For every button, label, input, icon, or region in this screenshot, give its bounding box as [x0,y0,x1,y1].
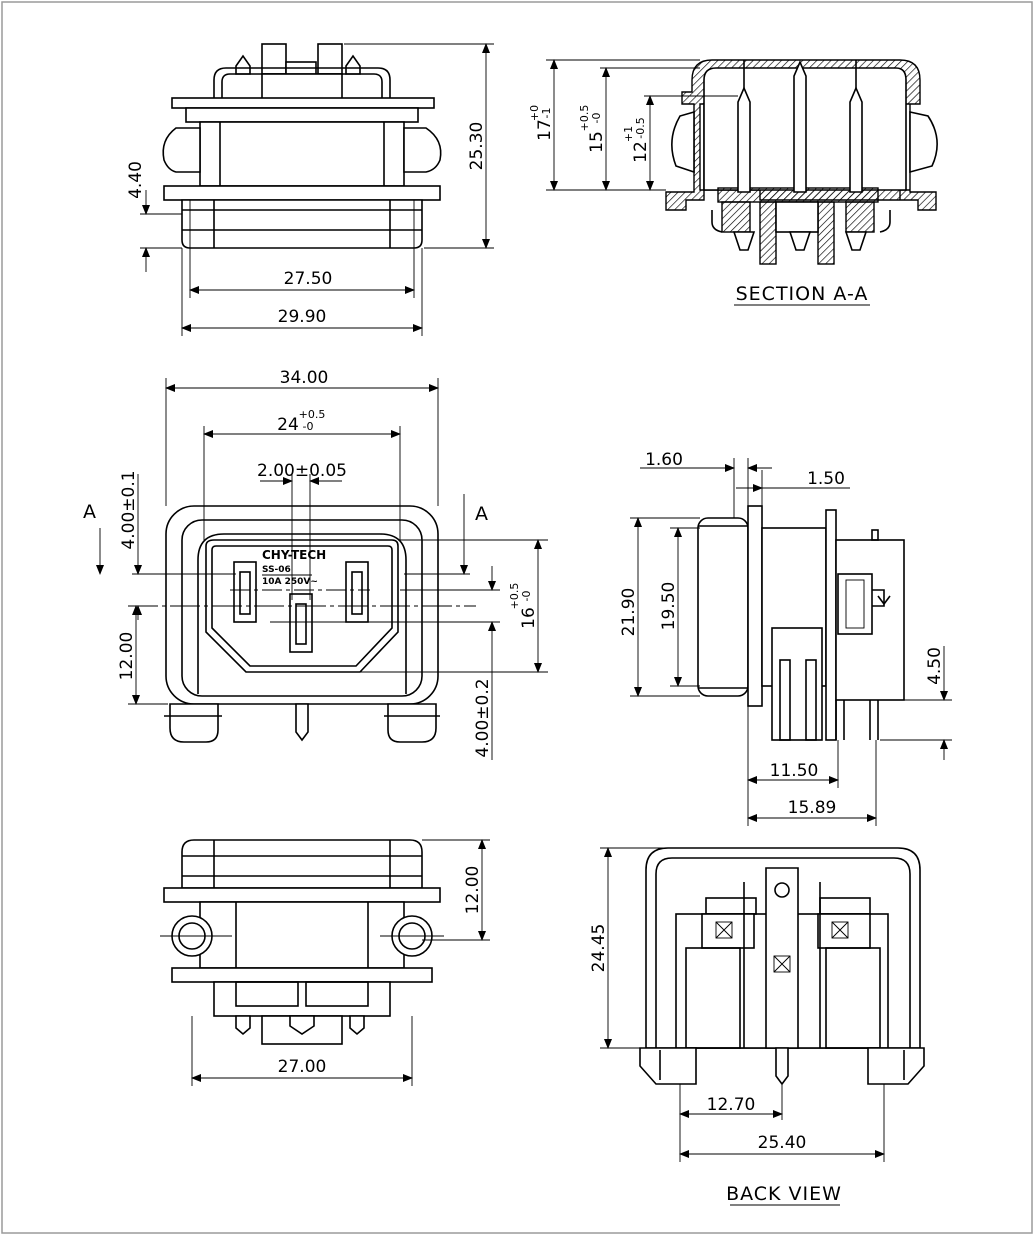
dim-24-tol-upper: +0.5 [299,408,326,421]
dim-12: 12 [631,141,651,163]
brand-label: CHY-TECH [262,548,326,562]
front-view: CHY-TECH SS-06 10A 250V~ 34.00 24 +0.5 -… [83,368,548,760]
dim-25-40: 25.40 [758,1133,807,1153]
dim-2-00: 2.00±0.05 [257,461,347,481]
dim-16: 16 [519,607,539,629]
dim-27-00: 27.00 [278,1057,327,1077]
section-view: 17 +0 -1 15 +0.5 -0 12 +1 -0.5 SECTION A… [528,59,938,306]
dim-12-70: 12.70 [707,1095,756,1115]
dim-17: 17 [535,119,555,141]
dim-4-50: 4.50 [925,647,945,685]
dim-15-89: 15.89 [788,798,837,818]
dim-12-tol-lower: -0.5 [634,117,647,138]
dim-15: 15 [587,131,607,153]
dim-16-tol-upper: +0.5 [508,583,521,610]
dim-16-tol-lower: -0 [520,591,533,602]
section-mark-left: A [83,501,97,523]
dim-25-30: 25.30 [467,122,487,171]
dim-1-50: 1.50 [807,469,845,489]
dim-12-tol-upper: +1 [622,126,635,142]
side-view: 1.60 1.50 21.90 19.50 4.50 11.50 15.89 [619,450,952,826]
dim-12-00-bottom: 12.00 [463,866,483,915]
dim-24-tol-lower: -0 [303,420,314,433]
back-view: 24.45 12.70 25.40 BACK VIEW [589,847,925,1206]
top-view: 25.30 4.40 27.50 29.90 [126,43,494,336]
section-title: SECTION A-A [736,283,869,305]
section-mark-right: A [475,503,489,525]
dim-11-50: 11.50 [770,761,819,781]
dim-17-tol-upper: +0 [528,105,541,121]
dim-15-tol-upper: +0.5 [578,105,591,132]
dim-27-50: 27.50 [284,269,333,289]
dim-19-50: 19.50 [659,582,679,631]
model-label: SS-06 [262,565,291,575]
bottom-view: 12.00 27.00 [160,839,490,1086]
dim-24: 24 [277,415,299,435]
dim-4-40: 4.40 [126,161,146,199]
rating-label: 10A 250V~ [262,577,318,587]
dim-21-90: 21.90 [619,588,639,637]
dim-4-00-bottom: 4.00±0.2 [473,678,493,757]
back-view-title: BACK VIEW [726,1183,842,1205]
dim-24-45: 24.45 [589,924,609,973]
dim-1-60: 1.60 [645,450,683,470]
dim-17-tol-lower: -1 [540,108,553,119]
dim-15-tol-lower: -0 [590,113,603,124]
dim-34-00: 34.00 [280,368,329,388]
dim-29-90: 29.90 [278,307,327,327]
dim-12-00: 12.00 [117,632,137,681]
dim-4-00-top: 4.00±0.1 [119,470,139,549]
